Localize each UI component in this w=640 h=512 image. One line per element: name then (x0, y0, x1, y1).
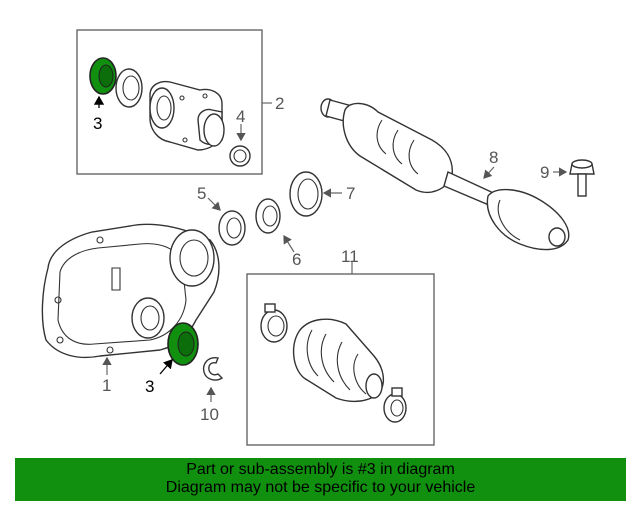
callout-7: 7 (346, 184, 355, 203)
clamp-small (260, 303, 288, 343)
ring-top (115, 68, 143, 108)
flange-housing (149, 80, 225, 151)
o-ring-4 (229, 145, 251, 167)
callout-3-bottom: 3 (145, 377, 154, 396)
seal-3-bottom[interactable] (167, 322, 199, 366)
axle-shaft-8 (320, 98, 570, 251)
circlip-10 (202, 357, 224, 381)
cv-boot (293, 318, 385, 403)
info-banner: Part or sub-assembly is #3 in diagram Di… (15, 458, 626, 501)
callout-8: 8 (489, 148, 498, 167)
callout-2: 2 (275, 94, 284, 113)
clamp-large (383, 387, 407, 423)
callout-9: 9 (540, 163, 549, 182)
parts-diagram: 2 4 3 8 9 5 6 7 (41, 29, 595, 446)
banner-line-1: Part or sub-assembly is #3 in diagram (186, 461, 455, 478)
callout-4: 4 (236, 107, 245, 126)
differential-housing-1 (41, 223, 220, 359)
seal-3-top[interactable] (89, 57, 117, 95)
ring-7 (289, 171, 323, 217)
callout-3-top: 3 (93, 114, 102, 133)
bolt-9 (569, 159, 595, 197)
banner-line-2: Diagram may not be specific to your vehi… (165, 479, 476, 496)
group-box-11 (246, 273, 435, 446)
group-box-2 (76, 29, 263, 175)
callout-11: 11 (341, 247, 359, 266)
callout-5: 5 (197, 184, 206, 203)
callout-10: 10 (200, 405, 219, 424)
callout-1: 1 (102, 376, 111, 395)
seal-5 (218, 210, 246, 246)
washer-6 (255, 198, 281, 234)
callout-6: 6 (292, 250, 301, 269)
